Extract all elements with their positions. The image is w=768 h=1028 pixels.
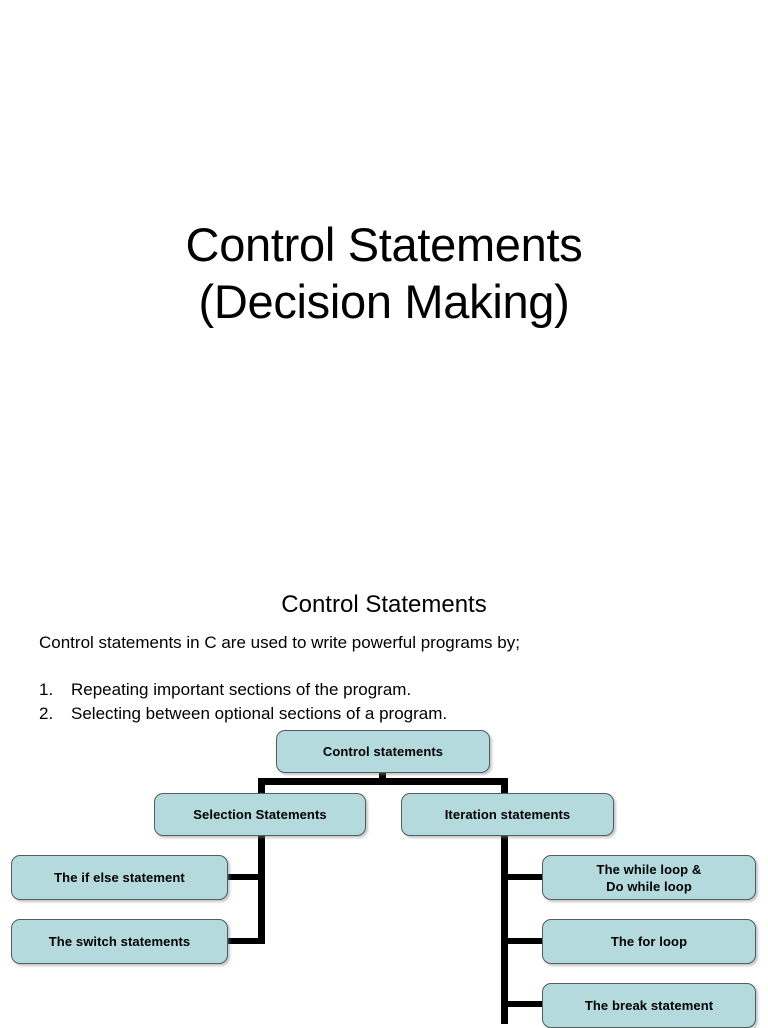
numbered-list: 1. Repeating important sections of the p… xyxy=(39,678,639,726)
connector-selection-trunk xyxy=(258,834,265,944)
list-item-marker: 1. xyxy=(39,680,54,699)
connector-root-stem xyxy=(379,771,386,784)
node-if-else-statement[interactable]: The if else statement xyxy=(11,855,228,900)
connector-iteration-trunk xyxy=(501,834,508,1024)
page-title: Control Statements (Decision Making) xyxy=(0,216,768,330)
node-break-statement[interactable]: The break statement xyxy=(542,983,756,1028)
title-line-1: Control Statements xyxy=(185,218,583,271)
node-selection-statements[interactable]: Selection Statements xyxy=(154,793,366,836)
list-item-label: Selecting between optional sections of a… xyxy=(71,704,448,723)
connector-switch-stub xyxy=(226,938,260,944)
node-for-loop[interactable]: The for loop xyxy=(542,919,756,964)
node-label: The if else statement xyxy=(54,870,185,885)
connector-root-horizontal xyxy=(258,778,508,785)
node-label: The for loop xyxy=(610,934,688,949)
connector-if-else-stub xyxy=(226,874,260,880)
node-label: Selection Statements xyxy=(193,807,327,822)
connector-iteration-stem xyxy=(501,778,508,795)
title-line-2: (Decision Making) xyxy=(198,275,570,328)
node-iteration-statements[interactable]: Iteration statements xyxy=(401,793,614,836)
node-while-do-while-loop[interactable]: The while loop & Do while loop xyxy=(542,855,756,900)
connector-for-stub xyxy=(507,938,544,944)
list-item: 2. Selecting between optional sections o… xyxy=(39,702,639,726)
connector-while-stub xyxy=(507,874,544,880)
list-item-label: Repeating important sections of the prog… xyxy=(71,680,412,699)
node-label: The while loop & Do while loop xyxy=(596,861,702,894)
node-control-statements[interactable]: Control statements xyxy=(276,730,490,773)
lead-paragraph: Control statements in C are used to writ… xyxy=(39,633,520,652)
node-label: Iteration statements xyxy=(444,807,571,822)
node-label: Control statements xyxy=(322,744,444,759)
list-item: 1. Repeating important sections of the p… xyxy=(39,678,639,702)
node-label: The break statement xyxy=(584,998,714,1013)
node-label: The switch statements xyxy=(48,934,191,949)
section-heading: Control Statements xyxy=(281,591,487,618)
connector-break-stub xyxy=(507,1001,544,1007)
node-switch-statements[interactable]: The switch statements xyxy=(11,919,228,964)
list-item-marker: 2. xyxy=(39,704,54,723)
connector-selection-stem xyxy=(258,778,265,795)
